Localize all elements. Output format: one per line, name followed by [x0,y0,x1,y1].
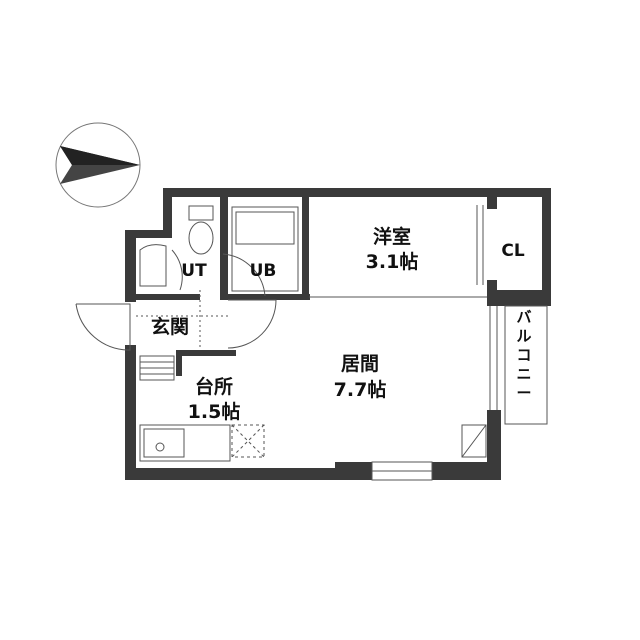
interior-walls [136,197,497,376]
entrance-label: 玄関 [151,315,189,338]
balcony-label: バルコニー [516,308,531,402]
living-label: 居間 [341,353,379,375]
north-arrow-icon [55,122,141,208]
kitchen-label: 台所 [195,375,233,398]
western-room-label: 洋室 [373,225,411,248]
exterior-walls [125,188,551,480]
living-size: 7.7帖 [334,378,387,401]
fixtures [75,205,548,481]
toilet-label: UT [181,261,207,281]
western-room-size: 3.1帖 [366,250,419,273]
closet-label: CL [501,241,524,261]
bath-label: UB [250,261,277,281]
kitchen-size: 1.5帖 [188,400,241,423]
